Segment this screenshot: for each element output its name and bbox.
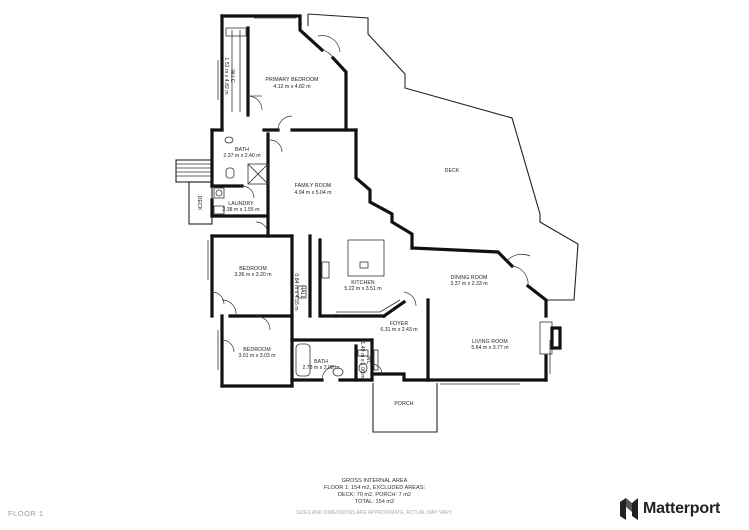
- room-name: LAUNDRY: [228, 201, 254, 207]
- room-dims: 3.37 m x 2.33 m: [450, 281, 487, 287]
- room-name: WC: [365, 356, 371, 365]
- room-name: W.I.C: [229, 69, 235, 82]
- area-line-3: TOTAL: 154 m2: [354, 499, 395, 505]
- room-name: BATH: [235, 147, 249, 153]
- fixtures: [207, 17, 551, 385]
- room-name: DECK: [196, 196, 202, 211]
- room-deck-main: DECK: [445, 168, 460, 174]
- room-bedroom-3: BEDROOM 3.01 m x 3.03 m: [238, 347, 275, 359]
- area-line-2: DECK: 70 m2, PORCH: 7 m2: [337, 492, 412, 498]
- brand-name: Matterport: [643, 500, 721, 517]
- room-name: LIVING ROOM: [472, 339, 508, 345]
- room-name: BATH: [314, 359, 328, 365]
- room-dims: 1.52 m x 4.82 m: [223, 57, 229, 94]
- room-bath-2: BATH 2.78 m x 2.08 m: [302, 359, 339, 371]
- brand: Matterport: [620, 497, 720, 521]
- area-line-1: FLOOR 1: 154 m2, EXCLUDED AREAS:: [323, 485, 426, 491]
- room-bath-1: BATH 2.37 m x 2.40 m: [223, 147, 260, 159]
- walls: [210, 14, 562, 388]
- room-dims: 5.22 m x 3.51 m: [344, 286, 381, 292]
- room-foyer: FOYER 6.31 m x 2.43 m: [380, 321, 417, 333]
- floor-label: FLOOR 1: [8, 509, 44, 518]
- room-dims: 3.36 m x 3.20 m: [234, 272, 271, 278]
- room-name: DECK: [445, 168, 460, 174]
- room-family: FAMILY ROOM 4.04 m x 5.04 m: [294, 183, 331, 196]
- room-dims: 2.37 m x 2.40 m: [223, 153, 260, 159]
- room-name: KITCHEN: [351, 280, 375, 286]
- room-dims: 0.84 m x 4.55 m: [293, 273, 299, 310]
- matterport-logo-icon: [620, 498, 638, 520]
- area-title: GROSS INTERNAL AREA: [341, 478, 408, 484]
- room-dims: 1.49 m x 1.08 m: [359, 341, 365, 378]
- room-dims: 4.04 m x 5.04 m: [294, 190, 331, 196]
- porch: [372, 383, 438, 433]
- doors: [211, 35, 531, 381]
- disclaimer: SIZES AND DIMENSIONS ARE APPROXIMATE, AC…: [296, 510, 453, 516]
- room-wc: WC 1.49 m x 1.08 m: [359, 341, 371, 378]
- room-wic: W.I.C 1.52 m x 4.82 m: [223, 57, 235, 94]
- room-laundry: LAUNDRY 2.38 m x 1.55 m: [222, 201, 259, 213]
- room-dining: DINING ROOM 3.37 m x 2.33 m: [450, 275, 487, 287]
- deck-outline: [307, 13, 579, 301]
- room-name: FAMILY ROOM: [295, 183, 332, 189]
- room-name: PORCH: [394, 401, 413, 407]
- room-dims: 6.31 m x 2.43 m: [380, 327, 417, 333]
- room-porch: PORCH: [394, 401, 413, 407]
- room-hall: HALL 0.84 m x 4.55 m: [293, 273, 305, 310]
- room-dims: 5.64 m x 3.77 m: [471, 345, 508, 351]
- room-deck-side: DECK: [196, 196, 202, 211]
- room-dims: 2.38 m x 1.55 m: [222, 207, 259, 213]
- room-labels: PRIMARY BEDROOM 4.12 m x 4.82 m W.I.C 1.…: [196, 57, 509, 407]
- room-bedroom-2: BEDROOM 3.36 m x 3.20 m: [234, 266, 271, 278]
- room-living: LIVING ROOM 5.64 m x 3.77 m: [471, 339, 508, 351]
- side-deck: [175, 159, 213, 225]
- room-name: BEDROOM: [243, 347, 271, 353]
- room-kitchen: KITCHEN 5.22 m x 3.51 m: [344, 280, 381, 292]
- room-dims: 2.78 m x 2.08 m: [302, 365, 339, 371]
- room-primary-bedroom: PRIMARY BEDROOM 4.12 m x 4.82 m: [265, 77, 318, 90]
- room-dims: 4.12 m x 4.82 m: [273, 84, 310, 90]
- room-name: HALL: [299, 285, 305, 298]
- room-name: BEDROOM: [239, 266, 267, 272]
- room-dims: 3.01 m x 3.03 m: [238, 353, 275, 359]
- room-name: FOYER: [390, 321, 409, 327]
- room-name: DINING ROOM: [451, 275, 488, 281]
- room-name: PRIMARY BEDROOM: [265, 77, 318, 83]
